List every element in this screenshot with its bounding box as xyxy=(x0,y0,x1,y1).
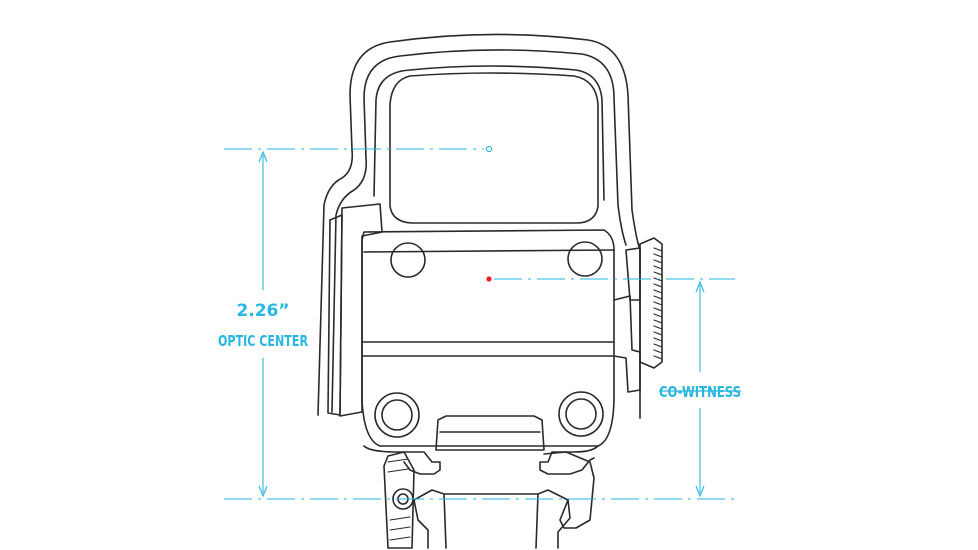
lever-grip-lines xyxy=(387,458,411,541)
viewing-window xyxy=(389,72,599,224)
knurl-line xyxy=(653,295,663,300)
lower-right-screw-inner xyxy=(565,398,597,430)
cowitness-arrow-top xyxy=(695,280,705,293)
knurl-line xyxy=(653,355,663,360)
knob-knurling xyxy=(653,247,663,360)
grip-line xyxy=(387,468,409,473)
knurl-line xyxy=(653,319,663,324)
body-seam-top xyxy=(363,249,615,253)
knurl-line xyxy=(653,343,663,348)
mount-base xyxy=(363,445,441,475)
mount-throw-lever xyxy=(383,451,415,549)
knob-bracket xyxy=(613,295,641,393)
rail-section xyxy=(413,489,571,549)
knurl-line xyxy=(653,313,663,318)
optic-center-marker xyxy=(485,145,493,153)
knurl-line xyxy=(653,283,663,288)
knurl-line xyxy=(653,253,663,258)
left-side-plate-edge xyxy=(327,214,343,416)
adjustment-knob xyxy=(639,237,663,369)
optic-center-arrow-bottom xyxy=(258,485,268,498)
optic-center-height-value: 2.26” xyxy=(236,301,289,321)
rail-clamp-jaw xyxy=(543,451,595,529)
holographic-sight-outline xyxy=(317,33,663,549)
knurl-line xyxy=(653,265,663,270)
hood-contour xyxy=(373,65,605,201)
knurl-line xyxy=(653,301,663,306)
knurl-line xyxy=(653,307,663,312)
knurl-line xyxy=(653,259,663,264)
knurl-line xyxy=(653,331,663,336)
lower-left-screw-outer xyxy=(374,392,420,438)
hood-inner xyxy=(331,49,627,413)
knurl-line xyxy=(653,247,663,252)
main-body xyxy=(361,229,615,447)
dimension-annotations xyxy=(224,145,735,500)
knurl-line xyxy=(653,349,663,354)
mount-base-right xyxy=(539,445,599,475)
grip-line xyxy=(389,526,411,531)
hood-outer xyxy=(317,33,641,419)
lower-left-screw-inner xyxy=(381,399,413,431)
grip-line xyxy=(387,458,409,463)
knurl-line xyxy=(653,289,663,294)
cowitness-label: CO-WITNESS xyxy=(659,383,741,401)
knurl-line xyxy=(653,325,663,330)
grip-line xyxy=(389,536,411,541)
aiming-dot xyxy=(486,276,492,282)
optic-center-arrow-top xyxy=(258,150,268,163)
knurl-line xyxy=(653,337,663,342)
knob-housing xyxy=(625,247,641,301)
upper-right-screw xyxy=(567,241,603,277)
knurl-line xyxy=(653,271,663,276)
mount-recoil-lug xyxy=(435,415,545,451)
optic-center-label: OPTIC CENTER xyxy=(218,332,308,350)
cowitness-arrow-bottom xyxy=(695,485,705,498)
left-side-plate xyxy=(339,203,383,417)
lower-right-screw-outer xyxy=(558,391,604,437)
grip-line xyxy=(389,516,411,521)
upper-left-screw xyxy=(390,242,426,278)
